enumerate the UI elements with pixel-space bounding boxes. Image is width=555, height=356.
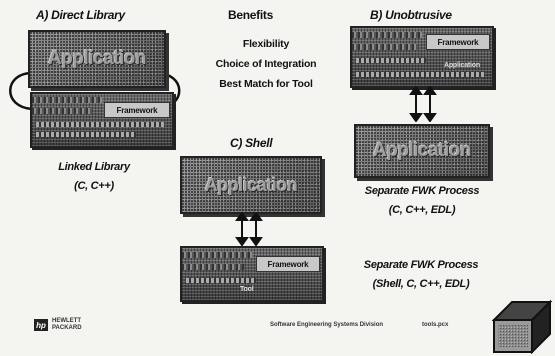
hp-logo-line2: PACKARD [52, 325, 82, 332]
panel-b-caption: Separate FWK Process (C, C++, EDL) [352, 182, 492, 220]
panel-c-framework-label: Framework [256, 256, 320, 272]
panel-c-caption-line2: (Shell, C, C++, EDL) [346, 275, 496, 294]
benefits-list: Flexibility Choice of Integration Best M… [196, 34, 336, 94]
panel-c-framework-block: Framework Tool [180, 246, 324, 302]
panel-c-caption: Separate FWK Process (Shell, C, C++, EDL… [346, 256, 496, 294]
panel-b-caption-line1: Separate FWK Process [352, 182, 492, 201]
panel-b-application-block: Application [354, 124, 490, 178]
panel-b-ipc-arrows [408, 86, 438, 122]
panel-c-application-block: Application [180, 156, 322, 214]
hp-logo-line1: HEWLETT [52, 318, 82, 325]
footer-division-text: Software Engineering Systems Division [270, 322, 383, 328]
cube-icon [488, 298, 554, 354]
panel-b-framework-sub-label: Application [444, 62, 480, 69]
panel-a-framework-block: Framework [30, 92, 174, 148]
panel-a-framework-label: Framework [104, 102, 170, 118]
panel-b-framework-block: Framework Application [350, 26, 494, 88]
panel-a-caption: Linked Library (C, C++) [44, 158, 144, 196]
panel-a-title: A) Direct Library [36, 8, 125, 22]
panel-b-caption-line2: (C, C++, EDL) [352, 201, 492, 220]
footer-file-text: tools.pcx [422, 322, 448, 328]
panel-a-caption-line1: Linked Library [44, 158, 144, 177]
hp-logo-icon: hp [34, 319, 48, 331]
panel-c-framework-sub-label: Tool [240, 286, 253, 293]
benefit-item: Best Match for Tool [196, 74, 336, 94]
panel-a-application-block: Application [28, 30, 166, 88]
benefits-title: Benefits [228, 8, 273, 22]
panel-c-title: C) Shell [230, 136, 272, 150]
benefit-item: Flexibility [196, 34, 336, 54]
hp-logo: hp HEWLETT PACKARD [34, 318, 82, 332]
benefit-item: Choice of Integration [196, 54, 336, 74]
panel-b-application-label: Application [373, 140, 471, 162]
panel-a-caption-line2: (C, C++) [44, 177, 144, 196]
panel-c-caption-line1: Separate FWK Process [346, 256, 496, 275]
panel-c-application-label: Application [205, 175, 298, 196]
panel-b-framework-label: Framework [426, 34, 490, 50]
panel-c-ipc-arrows [234, 212, 264, 246]
panel-a-application-label: Application [48, 48, 146, 70]
panel-b-title: B) Unobtrusive [370, 8, 452, 22]
